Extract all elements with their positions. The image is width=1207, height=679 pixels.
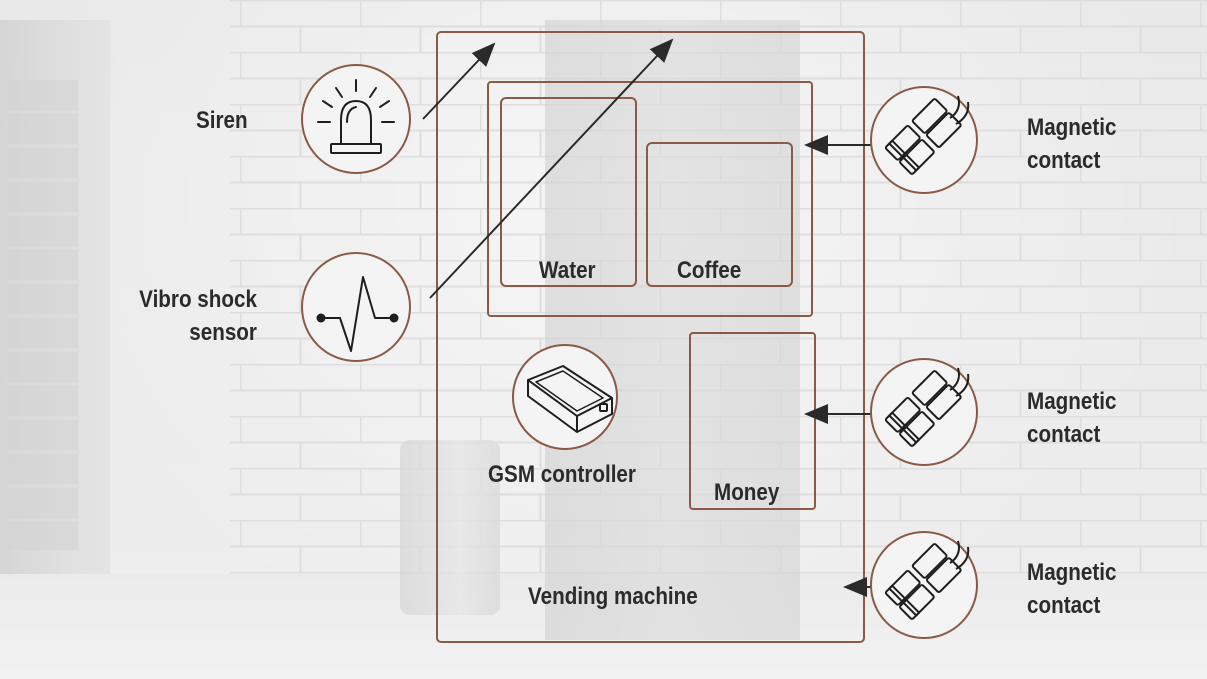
magnetic-contact-label-1: Magnetic contact [1027, 111, 1131, 177]
siren-label: Siren [196, 107, 248, 134]
vibro-label-line1: Vibro shock [139, 286, 257, 313]
water-label: Water [539, 257, 596, 284]
vibro-sensor-icon [301, 252, 411, 362]
magnetic-contact-label-1-line1: Magnetic [1027, 114, 1117, 141]
background-coffee-machine [545, 20, 800, 640]
magnetic-contact-label-3-line2: contact [1027, 592, 1101, 619]
magnetic-contact-label-1-line2: contact [1027, 147, 1101, 174]
magnetic-contact-icon-1 [870, 86, 978, 194]
products-frame [487, 81, 813, 317]
magnetic-contact-label-2-line2: contact [1027, 421, 1101, 448]
vending-machine-frame [436, 31, 865, 643]
background-vending-machine [0, 20, 110, 610]
vending-machine-label: Vending machine [528, 583, 698, 610]
money-label: Money [714, 479, 780, 506]
magnetic-contact-icon-2 [870, 358, 978, 466]
gsm-controller-label: GSM controller [488, 461, 636, 488]
magnetic-contact-label-2: Magnetic contact [1027, 385, 1131, 451]
coffee-frame [646, 142, 793, 287]
magnetic-contact-label-3-line1: Magnetic [1027, 559, 1117, 586]
magnetic-contact-label-2-line1: Magnetic [1027, 388, 1117, 415]
siren-arrow [422, 42, 496, 120]
magnetic-contact-label-3: Magnetic contact [1027, 556, 1131, 622]
background-bin [400, 440, 500, 615]
siren-icon [301, 64, 411, 174]
vibro-label: Vibro shock sensor [120, 283, 257, 349]
magnetic-contact-icon-3 [870, 531, 978, 639]
water-frame [500, 97, 637, 287]
vibro-arrow [429, 38, 674, 299]
gsm-controller-icon [512, 344, 618, 450]
vibro-label-line2: sensor [189, 319, 257, 346]
coffee-label: Coffee [677, 257, 742, 284]
